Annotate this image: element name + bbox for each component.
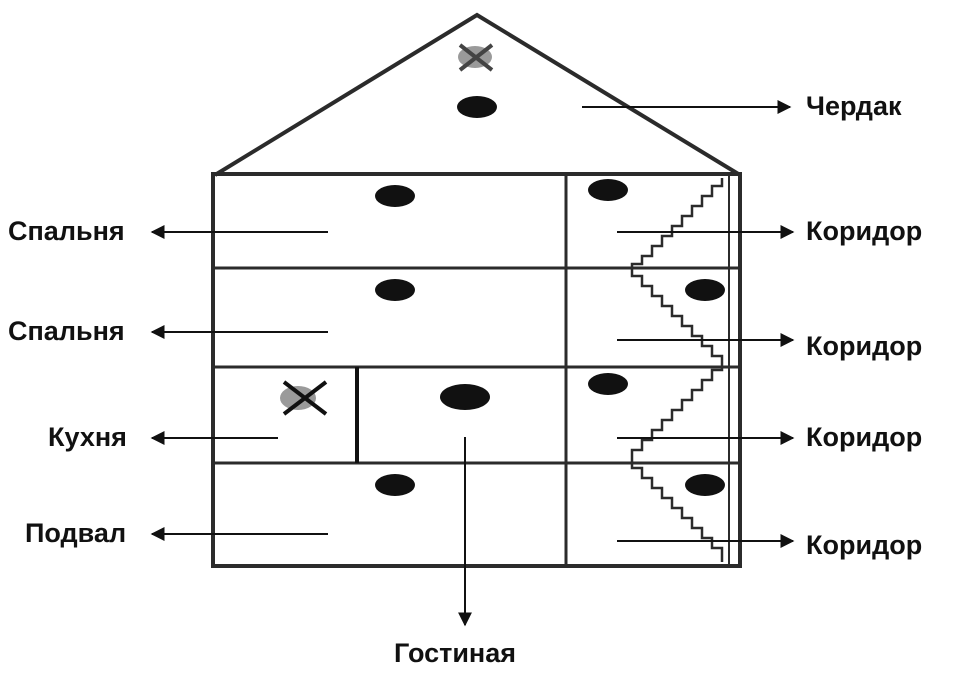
smoke-detector-living-room <box>440 384 490 410</box>
smoke-detector-basement <box>375 474 415 496</box>
label-attic: Чердак <box>806 91 902 121</box>
cross-mark-icon-attic <box>458 43 494 72</box>
staircase-zigzag <box>630 178 724 562</box>
label-corridor-3: Коридор <box>806 422 923 452</box>
smoke-detector-corridor-1 <box>588 179 628 201</box>
label-corridor-1: Коридор <box>806 216 923 246</box>
roof-outline <box>213 12 742 177</box>
label-bedroom-top: Спальня <box>8 216 125 246</box>
label-bedroom-second: Спальня <box>8 316 125 346</box>
smoke-detector-attic <box>457 96 497 118</box>
label-corridor-4: Коридор <box>806 530 923 560</box>
smoke-detector-corridor-4 <box>685 474 725 496</box>
smoke-detector-bedroom-second <box>375 279 415 301</box>
smoke-detector-corridor-3 <box>588 373 628 395</box>
smoke-detector-corridor-2 <box>685 279 725 301</box>
cross-mark-icon-kitchen <box>280 380 328 416</box>
label-kitchen: Кухня <box>48 422 127 452</box>
smoke-detector-bedroom-top <box>375 185 415 207</box>
label-basement: Подвал <box>25 518 127 548</box>
house-body <box>211 172 742 568</box>
label-corridor-2: Коридор <box>806 331 923 361</box>
label-living-room: Гостиная <box>394 638 517 668</box>
